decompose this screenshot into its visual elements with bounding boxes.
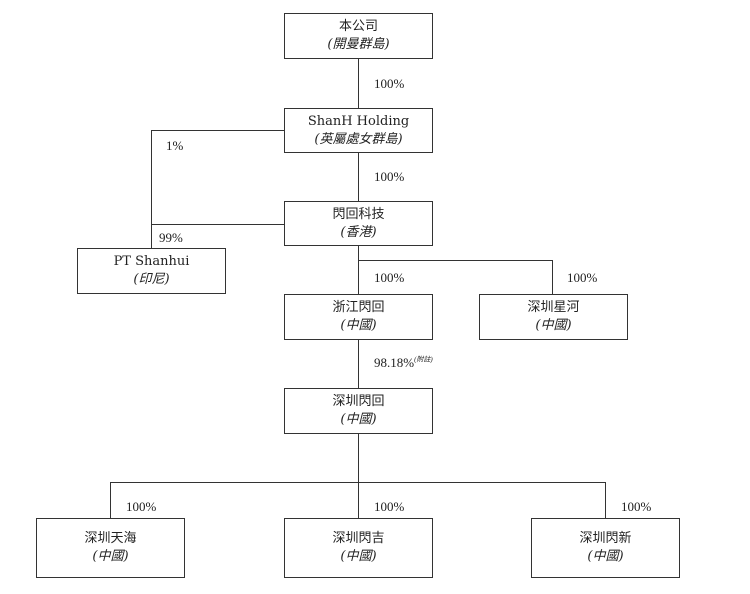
pct-value: 98.18%	[374, 355, 415, 370]
pct-company-shanh: 100%	[374, 76, 405, 91]
entity-name: 閃回科技	[332, 206, 385, 222]
note-marker: (附註)	[414, 355, 433, 364]
pct-shanh-pt: 1%	[166, 138, 184, 153]
entity-pt-shanhui: PT Shanhui (印尼)	[77, 248, 226, 294]
entity-company: 本公司 (開曼群島)	[284, 13, 433, 59]
entity-name: 深圳天海	[84, 531, 137, 546]
entity-shenzhen-xinghe: 深圳星河 (中國)	[479, 294, 628, 340]
entity-shanhui-tech: 閃回科技 (香港)	[284, 201, 433, 246]
entity-shenzhen-shanji: 深圳閃吉 (中國)	[284, 518, 433, 578]
entity-location: (中國)	[535, 318, 572, 333]
entity-shenzhen-tianhai: 深圳天海 (中國)	[36, 518, 185, 578]
entity-location: (中國)	[587, 549, 624, 564]
entity-location: (中國)	[92, 549, 129, 564]
entity-location: (中國)	[340, 318, 377, 333]
entity-location: (香港)	[340, 224, 377, 240]
entity-shenzhen-shanhui: 深圳閃回 (中國)	[284, 388, 433, 434]
pct-zhejiang-shenzhen: 98.18%(附註)	[374, 355, 433, 371]
entity-name: 深圳星河	[527, 300, 580, 315]
pct-tech-xinghe: 100%	[567, 270, 598, 285]
entity-location: (英屬處女群島)	[314, 131, 403, 147]
pct-tech-pt: 99%	[159, 230, 183, 245]
entity-name: 深圳閃回	[332, 394, 385, 409]
entity-name: 浙江閃回	[332, 300, 385, 315]
entity-name: 本公司	[338, 19, 378, 34]
entity-shanh-holding: ShanH Holding (英屬處女群島)	[284, 108, 433, 153]
pct-shanh-tech: 100%	[374, 169, 405, 184]
connector-bus-right	[358, 482, 606, 518]
pct-shenzhen-shanxin: 100%	[621, 499, 652, 514]
connector-tech-xinghe	[358, 260, 553, 294]
connector-shanh-pt	[151, 130, 284, 248]
entity-name: 深圳閃新	[579, 531, 632, 546]
entity-zhejiang-shanhui: 浙江閃回 (中國)	[284, 294, 433, 340]
entity-location: (中國)	[340, 412, 377, 427]
entity-name: 深圳閃吉	[332, 531, 385, 546]
entity-location: (開曼群島)	[327, 37, 390, 52]
pct-shenzhen-tianhai: 100%	[126, 499, 157, 514]
entity-name: ShanH Holding	[307, 113, 410, 129]
pct-tech-zhejiang: 100%	[374, 270, 405, 285]
entity-name: PT Shanhui	[113, 254, 190, 269]
pct-shenzhen-shanji: 100%	[374, 499, 405, 514]
entity-location: (中國)	[340, 549, 377, 564]
entity-shenzhen-shanxin: 深圳閃新 (中國)	[531, 518, 680, 578]
connector-bus-left	[110, 482, 359, 518]
entity-location: (印尼)	[133, 272, 170, 287]
